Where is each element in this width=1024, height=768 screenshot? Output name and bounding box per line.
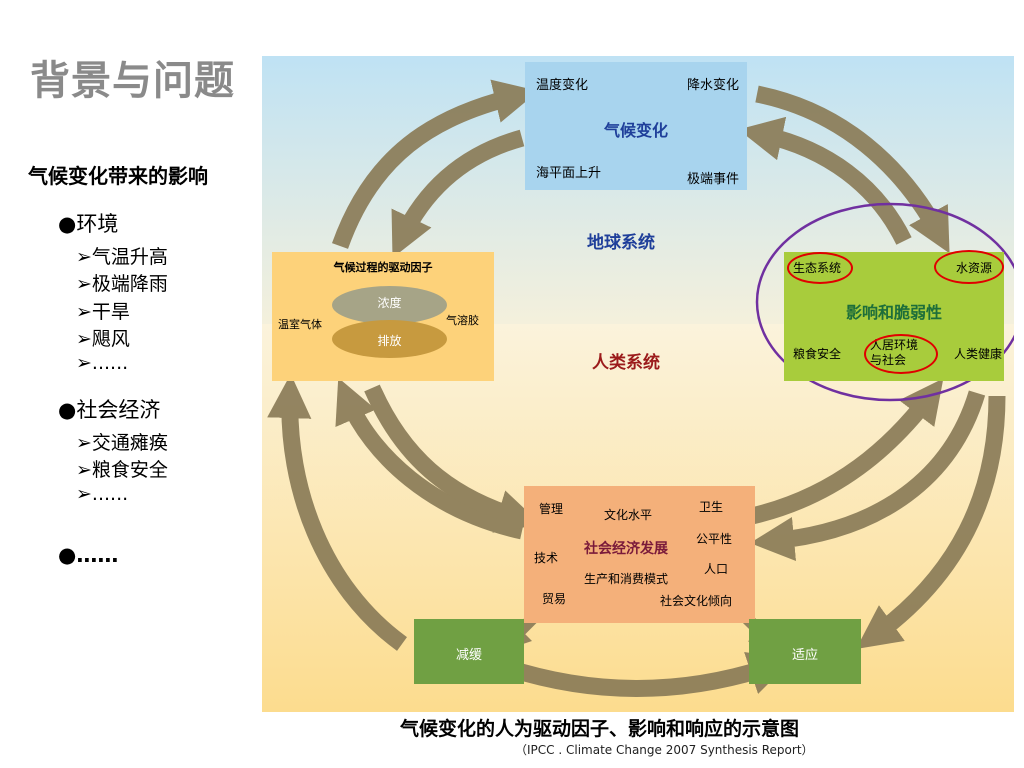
arrow-drivers-to-socio [364, 384, 542, 533]
precipitation-change-label: 降水变化 [686, 78, 739, 93]
human-health-label: 人类健康 [953, 347, 1002, 361]
arrow-climate-to-drivers [391, 129, 525, 258]
arrow-mitigation-to-drivers [267, 373, 407, 651]
settlement-highlight-ring [864, 334, 938, 374]
impacts-box: 生态系统 水资源 影响和脆弱性 粮食安全 人居环境 与社会 人类健康 [784, 250, 1004, 381]
list-item: ➢气温升高 [76, 246, 168, 268]
socio-economic-box: 管理 文化水平 卫生 社会经济发展 技术 公平性 生产和消费模式 人口 贸易 社… [524, 486, 755, 623]
concentration-ellipse [332, 286, 447, 324]
extreme-events-label: 极端事件 [686, 172, 739, 187]
emission-label: 排放 [377, 334, 402, 348]
mitigation-box: 减缓 [414, 619, 524, 684]
slide-title: 背景与问题 [30, 58, 235, 104]
source-citation: （IPCC . Climate Change 2007 Synthesis Re… [515, 743, 814, 757]
water-highlight-ring [934, 250, 1004, 284]
drivers-box: 气候过程的驱动因子 浓度 排放 温室气体 气溶胶 [272, 252, 494, 381]
adaptation-box: 适应 [749, 619, 861, 684]
section-environment: ●环境 [58, 212, 119, 236]
arrow-socio-to-impacts [750, 378, 944, 525]
earth-system-label: 地球系统 [587, 233, 655, 253]
list-item: ➢...... [76, 352, 129, 374]
diagram-caption: 气候变化的人为驱动因子、影响和响应的示意图 [400, 718, 800, 740]
list-item: ➢交通瘫痪 [76, 432, 168, 454]
equity-label: 公平性 [696, 532, 733, 546]
sociocultural-label: 社会文化倾向 [660, 594, 733, 608]
climate-change-box: 温度变化 降水变化 气候变化 海平面上升 极端事件 [525, 62, 747, 190]
human-system-label: 人类系统 [592, 353, 660, 373]
impacts-title: 影响和脆弱性 [845, 303, 942, 322]
drivers-title: 气候过程的驱动因子 [333, 261, 433, 274]
arrow-impacts-to-climate [738, 116, 912, 245]
list-item: ➢极端降雨 [76, 273, 168, 295]
greenhouse-gas-label: 温室气体 [278, 318, 322, 331]
arrow-drivers-to-climate [331, 79, 539, 249]
health-label: 卫生 [699, 500, 724, 514]
list-item: ➢...... [76, 483, 129, 505]
section-socio-economic: ●社会经济 [58, 398, 161, 422]
section-more: ●…… [58, 543, 119, 567]
adaptation-label: 适应 [791, 648, 818, 663]
arrow-climate-to-impacts [755, 85, 950, 254]
climate-change-title: 气候变化 [603, 121, 668, 140]
climate-diagram: 温度变化 降水变化 气候变化 海平面上升 极端事件 地球系统 人类系统 气候过程… [262, 56, 1014, 712]
temperature-change-label: 温度变化 [536, 78, 589, 93]
emission-ellipse [332, 320, 447, 358]
population-label: 人口 [704, 562, 729, 576]
socio-economic-title: 社会经济发展 [584, 541, 668, 557]
sea-level-label: 海平面上升 [536, 166, 602, 181]
arrow-mitigation-adaptation [474, 638, 793, 697]
literacy-label: 文化水平 [604, 508, 653, 522]
impacts-heading: 气候变化带来的影响 [28, 164, 208, 188]
vulnerability-highlight-ring [755, 202, 1014, 402]
list-item: ➢干旱 [76, 301, 130, 323]
arrow-impacts-to-adaptation [856, 395, 1006, 649]
governance-label: 管理 [539, 502, 564, 516]
arrow-socio-to-drivers [335, 377, 524, 540]
food-security-label: 粮食安全 [793, 347, 842, 361]
production-consumption-label: 生产和消费模式 [584, 572, 669, 586]
ecosystem-highlight-ring [787, 252, 853, 284]
technology-label: 技术 [534, 551, 559, 565]
arrow-impacts-to-socio [749, 390, 986, 561]
mitigation-label: 减缓 [455, 648, 482, 663]
aerosol-label: 气溶胶 [446, 314, 479, 327]
list-item: ➢飓风 [76, 328, 130, 350]
trade-label: 贸易 [542, 592, 567, 606]
list-item: ➢粮食安全 [76, 459, 168, 481]
concentration-label: 浓度 [377, 296, 402, 310]
